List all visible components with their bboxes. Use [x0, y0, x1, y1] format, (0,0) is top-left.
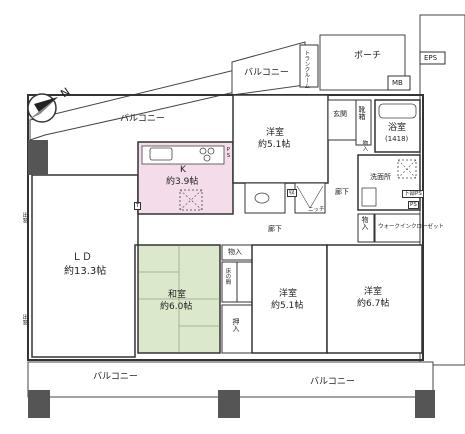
stove-burner	[207, 147, 215, 155]
box-shu-label: 収	[287, 189, 297, 198]
door-swing	[309, 185, 324, 209]
sink	[149, 147, 173, 161]
vanity	[361, 187, 377, 207]
niche-label: ニッチ	[308, 207, 325, 213]
oshiire-left-label: 物入	[228, 248, 242, 256]
eps-label: EPS	[424, 54, 438, 62]
ld-name: ＬＤ	[72, 252, 92, 263]
rouka-center-label: 廊下	[268, 225, 282, 233]
yoshitsu-mid-room	[251, 244, 328, 354]
stove-burner	[203, 154, 211, 162]
washitsu-name: 和室	[168, 290, 187, 300]
stove-burner	[199, 147, 207, 155]
washitsu-size: 約6.0帖	[160, 302, 193, 312]
bath-name: 浴室	[388, 123, 407, 133]
compass-needle-tail-icon	[28, 97, 58, 120]
trunk-room-label: トランクルーム	[303, 50, 310, 89]
rouka-right-label: 廊下	[335, 188, 349, 196]
yoshitsu-mid-size: 約5.1帖	[271, 301, 304, 311]
fridge-cross	[179, 189, 203, 211]
oshiire-mid-label: 物入	[361, 216, 370, 230]
senmenjo-label: 洗面所	[370, 173, 391, 181]
mb-box	[387, 75, 411, 91]
closet-column	[236, 261, 253, 303]
porch-label: ポーチ	[354, 51, 382, 61]
ld-size: 約13.3帖	[64, 266, 107, 277]
balcony-diag-label: バルコニー	[120, 114, 165, 124]
balcony-top-label: バルコニー	[244, 68, 289, 78]
exterior-corridor	[419, 14, 465, 366]
shoe-box-label: 靴箱	[358, 106, 367, 120]
ps-right-label: PS	[408, 201, 419, 210]
balcony-diagonal	[29, 69, 236, 141]
bath-size: (1418)	[385, 135, 409, 143]
outer-wall	[27, 94, 424, 361]
tokonoma-label: 床の間	[224, 268, 231, 285]
yoshitsu-mid-name: 洋室	[279, 289, 298, 299]
column	[415, 390, 435, 418]
door-swing	[296, 185, 311, 209]
column	[28, 140, 48, 175]
walkin-closet-label: ウォークインクローゼット	[378, 224, 445, 230]
fridge-cross	[179, 189, 203, 211]
toilet	[254, 192, 270, 204]
oshiire-bottom-label: 押入	[232, 318, 241, 332]
column	[28, 390, 50, 418]
ps-left-label: PS	[225, 147, 232, 159]
mb-label: MB	[392, 79, 403, 87]
yoshitsu-north-room	[232, 94, 329, 184]
yoshitsu-north-size: 約5.1帖	[258, 140, 291, 150]
column	[218, 390, 240, 418]
window-upper-label: 出窓	[21, 212, 28, 223]
balcony-bottom-left-label: バルコニー	[93, 372, 138, 382]
kitchen-size: 約3.9帖	[166, 177, 199, 187]
compass-n-icon: N	[58, 85, 72, 100]
bathtub	[378, 103, 417, 119]
window-lower-label: 出窓	[21, 314, 28, 325]
oshiire-mid	[357, 213, 375, 243]
yoshitsu-east-size: 約6.7帖	[357, 299, 390, 309]
yoshitsu-north-name: 洋室	[266, 128, 285, 138]
oshiire-small-top-label: 物入	[361, 140, 368, 151]
washer-cross	[397, 159, 417, 179]
kitchen-name: K	[180, 165, 186, 175]
balcony-bottom-right-label: バルコニー	[310, 377, 355, 387]
box-t-label: T	[134, 202, 142, 211]
genkan	[327, 99, 357, 141]
compass-needle-icon	[34, 97, 58, 114]
walkin-closet	[374, 213, 421, 243]
genkan-label: 玄関	[333, 110, 347, 118]
washer-space	[397, 159, 417, 179]
yoshitsu-east-name: 洋室	[364, 287, 383, 297]
yoshitsu-east-room	[326, 244, 423, 354]
shita-ps-label: 下部PS	[402, 190, 424, 199]
trunk-room	[299, 44, 319, 88]
fridge-space	[179, 189, 203, 211]
eps-box	[419, 51, 446, 65]
shoe-box	[355, 99, 372, 146]
